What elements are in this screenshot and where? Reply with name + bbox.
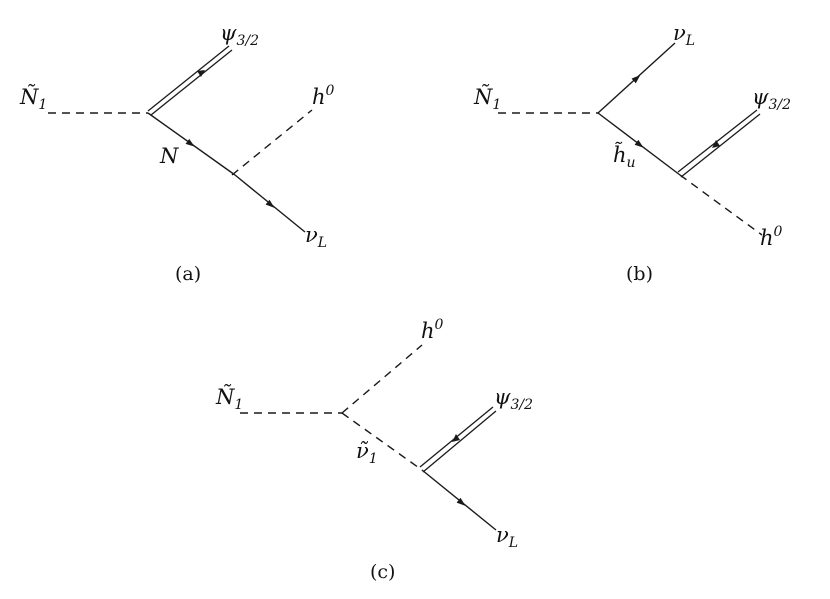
diagram-c: Ñ1 h0 ν̃1 ψ3/2 νL (c) [215,317,533,583]
neutralino-label: Ñ1 [19,85,47,113]
diagram-b: Ñ1 νL h̃u ψ3/2 h0 (b) [473,21,791,285]
gravitino-label: ψ3/2 [220,21,259,49]
internal-fermion-arrow [185,138,195,147]
internal-label: h̃u [613,142,636,171]
neutrino-arrow [631,74,641,84]
neutrino-label: νL [673,21,695,49]
gravitino-line [147,45,233,116]
gravitino-line [419,406,497,473]
internal-label: ν̃1 [356,439,378,467]
neutrino-arrow [265,199,275,208]
neutrino-arrow [456,497,466,506]
gravitino-label: ψ3/2 [494,385,533,413]
higgs-label: h0 [312,83,335,109]
higgs-line [341,344,423,414]
caption-c: (c) [370,561,395,583]
higgs-label: h0 [421,317,444,343]
higgs-label: h0 [760,224,783,250]
neutrino-label: νL [305,223,327,251]
higgs-line [231,109,313,176]
gravitino-line [677,109,761,178]
internal-label: N [159,144,179,168]
gravitino-arrow [712,140,720,148]
internal-scalar-line [341,412,423,471]
neutralino-label: Ñ1 [473,85,501,113]
neutralino-label: Ñ1 [215,385,243,413]
caption-a: (a) [175,263,201,285]
internal-fermion-arrow [634,139,644,148]
neutrino-label: νL [496,523,518,551]
caption-b: (b) [626,263,653,285]
gravitino-label: ψ3/2 [752,85,791,113]
higgs-line [679,174,763,236]
gravitino-arrow [452,434,460,442]
diagram-a: Ñ1 ψ3/2 N h0 νL (a) [19,21,335,285]
gravitino-arrow [197,70,205,77]
